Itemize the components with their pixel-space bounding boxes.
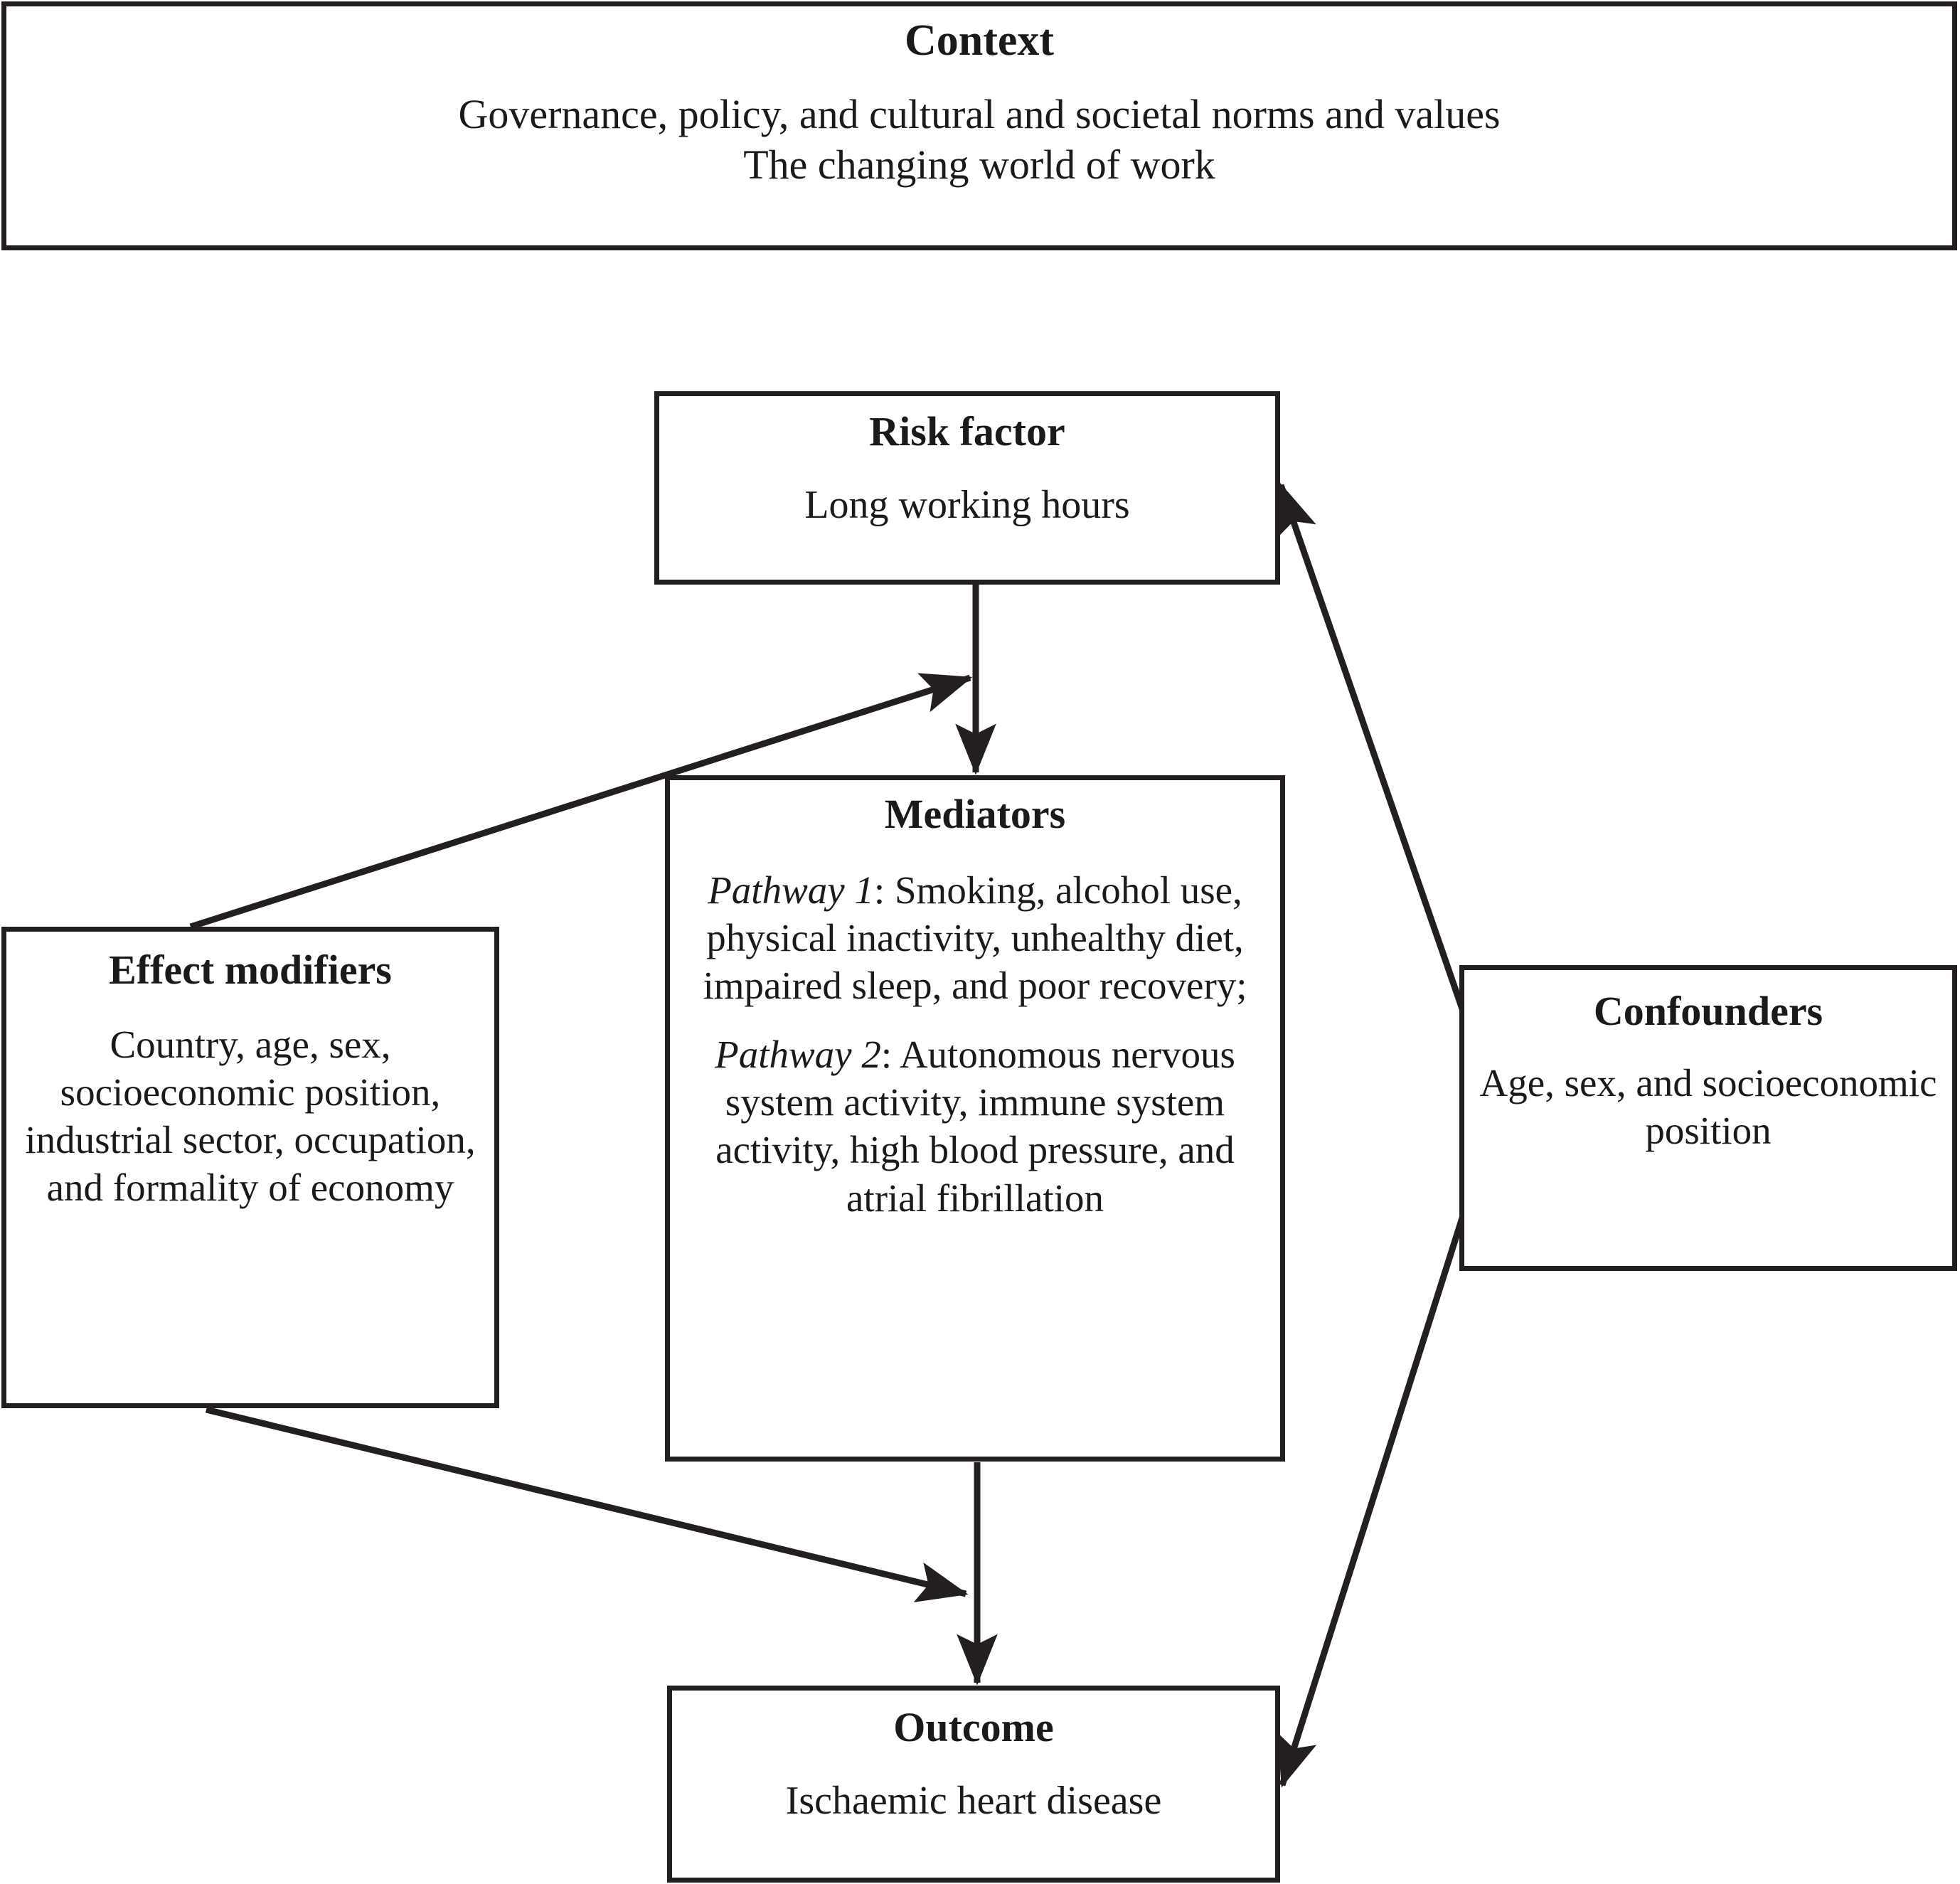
- pathway-1-text: : Smoking, alcohol use, physical inactiv…: [703, 868, 1247, 1008]
- mediators-pathway-1: Pathway 1: Smoking, alcohol use, physica…: [688, 866, 1262, 1009]
- confounders-box: Confounders Age, sex, and socioeconomic …: [1459, 965, 1957, 1271]
- outcome-box: Outcome Ischaemic heart disease: [667, 1686, 1280, 1883]
- risk-factor-body: Long working hours: [804, 482, 1130, 527]
- arrow-confounders-to-outcome: [1277, 1208, 1469, 1788]
- risk-factor-title: Risk factor: [869, 408, 1065, 454]
- context-body: Governance, policy, and cultural and soc…: [458, 90, 1500, 191]
- effect-modifiers-box: Effect modifiers Country, age, sex, soci…: [1, 927, 499, 1408]
- effect-modifiers-title: Effect modifiers: [109, 947, 392, 993]
- context-line-2: The changing world of work: [743, 142, 1215, 188]
- confounders-title: Confounders: [1593, 988, 1823, 1034]
- mediators-box: Mediators Pathway 1: Smoking, alcohol us…: [665, 775, 1285, 1462]
- context-title: Context: [904, 16, 1055, 65]
- confounders-body: Age, sex, and socioeconomic position: [1479, 1060, 1937, 1153]
- outcome-body: Ischaemic heart disease: [785, 1778, 1162, 1823]
- risk-factor-box: Risk factor Long working hours: [654, 391, 1280, 585]
- mediators-title: Mediators: [884, 791, 1066, 837]
- context-box: Context Governance, policy, and cultural…: [1, 1, 1957, 250]
- arrow-confounders-to-risk-factor: [1277, 482, 1469, 1018]
- pathway-2-text: : Autonomous nervous system activity, im…: [715, 1033, 1235, 1220]
- context-line-1: Governance, policy, and cultural and soc…: [458, 91, 1501, 138]
- mediators-pathway-2: Pathway 2: Autonomous nervous system act…: [688, 1031, 1262, 1221]
- outcome-title: Outcome: [893, 1704, 1054, 1750]
- pathway-2-label: Pathway 2: [715, 1033, 881, 1077]
- effect-modifiers-body: Country, age, sex, socioeconomic positio…: [25, 1022, 476, 1210]
- pathway-1-label: Pathway 1: [708, 868, 874, 912]
